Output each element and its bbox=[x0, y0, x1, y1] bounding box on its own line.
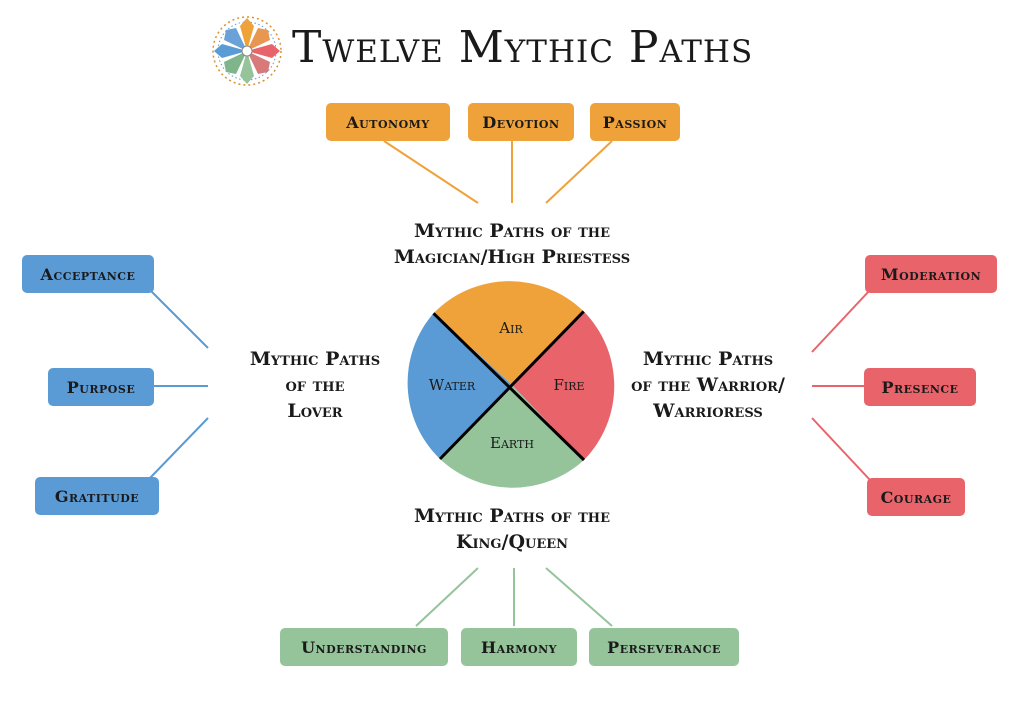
box-passion: Passion bbox=[590, 103, 680, 141]
label-line: Warrioress bbox=[653, 400, 763, 422]
box-presence: Presence bbox=[864, 368, 976, 406]
connector-acceptance bbox=[149, 289, 209, 349]
label-line: Mythic Paths bbox=[249, 348, 381, 370]
box-autonomy: Autonomy bbox=[326, 103, 450, 141]
box-moderation: Moderation bbox=[865, 255, 997, 293]
box-purpose: Purpose bbox=[48, 368, 154, 406]
connector-gratitude bbox=[149, 417, 209, 479]
earth-label: Earth bbox=[490, 434, 534, 452]
box-harmony: Harmony bbox=[461, 628, 577, 666]
label-warrior-warrioress: Mythic Paths of the Warrior/ Warrioress bbox=[618, 346, 798, 424]
label-line: of the Warrior/ bbox=[631, 374, 785, 396]
label-king-queen: Mythic Paths of the King/Queen bbox=[362, 503, 662, 555]
page-title: Twelve Mythic Paths bbox=[292, 22, 754, 73]
quadrant-divider bbox=[438, 310, 585, 461]
connector-moderation bbox=[811, 289, 871, 353]
box-gratitude: Gratitude bbox=[35, 477, 159, 515]
label-line: Lover bbox=[287, 400, 343, 422]
box-courage: Courage bbox=[867, 478, 965, 516]
label-lover: Mythic Paths of the Lover bbox=[225, 346, 405, 424]
label-line: of the bbox=[285, 374, 345, 396]
label-line: King/Queen bbox=[455, 531, 569, 553]
connector-courage bbox=[811, 417, 871, 481]
water-quadrant bbox=[407, 313, 512, 459]
fire-quadrant bbox=[512, 311, 615, 460]
connector-perseverance bbox=[545, 567, 613, 627]
air-quadrant bbox=[433, 281, 584, 385]
label-line: Magician/High Priestess bbox=[393, 246, 631, 268]
box-acceptance: Acceptance bbox=[22, 255, 154, 293]
box-understanding: Understanding bbox=[280, 628, 448, 666]
compass-rose-logo-icon bbox=[212, 16, 282, 86]
label-line: Mythic Paths of the bbox=[414, 505, 610, 527]
label-line: Mythic Paths bbox=[642, 348, 774, 370]
air-label: Air bbox=[498, 319, 523, 337]
box-perseverance: Perseverance bbox=[589, 628, 739, 666]
label-magician-high-priestess: Mythic Paths of the Magician/High Priest… bbox=[362, 218, 662, 270]
box-devotion: Devotion bbox=[468, 103, 574, 141]
water-label: Water bbox=[429, 376, 476, 394]
connector-understanding bbox=[415, 567, 479, 627]
connector-passion bbox=[545, 140, 613, 204]
fire-label: Fire bbox=[553, 376, 584, 394]
label-line: Mythic Paths of the bbox=[414, 220, 610, 242]
earth-quadrant bbox=[440, 385, 584, 488]
connector-autonomy bbox=[383, 140, 479, 204]
